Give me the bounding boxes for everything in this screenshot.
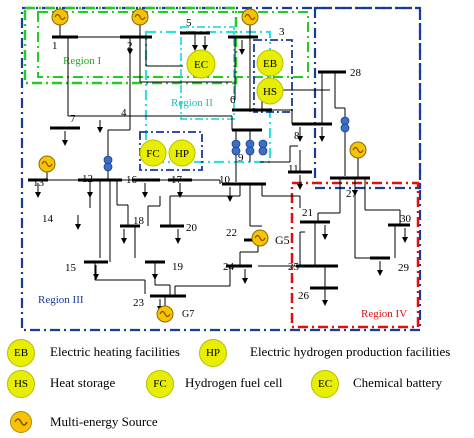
legend-eb-text: Electric heating facilities <box>50 344 180 359</box>
bus-label-21: 21 <box>302 207 313 219</box>
legend: EB Electric heating facilities HP Electr… <box>0 333 474 438</box>
source-icon-bus3 <box>241 8 259 37</box>
bus-label-16: 16 <box>126 174 138 186</box>
bus-labels: 1 2 3 4 5 6 7 8 9 10 11 12 13 14 15 16 1… <box>33 17 412 320</box>
legend-hp-text: Electric hydrogen production facilities <box>250 344 451 359</box>
source-icon-g7 <box>156 296 174 323</box>
region-4-label: Region IV <box>361 308 407 320</box>
legend-fc-text: Hydrogen fuel cell <box>185 375 283 390</box>
source-icon-bus1 <box>51 8 69 37</box>
bus-label-19: 19 <box>172 261 184 273</box>
hp-node <box>168 139 196 167</box>
legend-fc-icon: FC <box>146 370 174 398</box>
region-2-label: Region II <box>171 97 213 109</box>
bus-label-18: 18 <box>133 215 145 227</box>
ec-label: EC <box>194 59 208 71</box>
bus-label-25: 25 <box>288 261 300 273</box>
bus-label-28: 28 <box>350 67 362 79</box>
source-icon-bus27 <box>349 141 367 178</box>
bus-label-4: 4 <box>121 107 127 119</box>
legend-source-icon <box>10 411 32 433</box>
hs-node <box>256 77 284 105</box>
bus-label-11: 11 <box>288 163 299 175</box>
bus-label-12: 12 <box>82 173 93 185</box>
gen-label-g7: G7 <box>182 309 194 320</box>
ec-node <box>186 49 216 79</box>
legend-ec-text: Chemical battery <box>353 375 443 390</box>
region-3-inner <box>253 39 293 113</box>
bus-label-8: 8 <box>294 130 300 142</box>
eb-node <box>256 49 284 77</box>
region-1-boundary <box>23 6 238 85</box>
bus-label-27: 27 <box>346 188 358 200</box>
fc-label: FC <box>146 148 159 160</box>
bus-label-20: 20 <box>186 222 198 234</box>
transformers <box>103 116 350 172</box>
fc-node <box>139 139 167 167</box>
eb-label: EB <box>263 58 277 70</box>
bus-label-10: 10 <box>219 174 231 186</box>
legend-hp-icon: HP <box>199 339 227 367</box>
hp-label: HP <box>175 148 189 160</box>
legend-source-text: Multi-energy Source <box>50 414 158 429</box>
region-3-label: Region III <box>38 294 84 306</box>
bus-label-9: 9 <box>238 152 244 164</box>
bus-label-23: 23 <box>133 297 145 309</box>
gen-label-g5: G5 <box>275 233 290 247</box>
bus-label-14: 14 <box>42 213 54 225</box>
bus-label-30: 30 <box>400 213 412 225</box>
region-1-inner <box>37 11 309 78</box>
equipment: EC EB HS FC HP <box>139 49 284 167</box>
bus-label-3: 3 <box>279 26 285 38</box>
legend-hs-text: Heat storage <box>50 375 116 390</box>
bus-label-15: 15 <box>65 262 77 274</box>
region-2-inner <box>180 26 235 120</box>
region-1-label: Region I <box>63 55 102 67</box>
multi-energy-sources <box>38 8 367 323</box>
transmission-lines <box>48 33 401 296</box>
legend-ec-icon: EC <box>311 370 339 398</box>
ieee-30-bus-diagram: Region I Region II Region III Region IV <box>20 6 422 332</box>
bus-label-22: 22 <box>226 227 237 239</box>
bus-label-1: 1 <box>52 40 58 52</box>
bus-bars <box>28 31 410 298</box>
region-3-east <box>313 6 422 190</box>
legend-eb-icon: EB <box>7 339 35 367</box>
bus-label-7: 7 <box>70 113 76 125</box>
source-icon-bus2 <box>131 8 149 37</box>
load-arrows <box>35 36 408 312</box>
bus-label-29: 29 <box>398 262 410 274</box>
hs-label: HS <box>263 86 277 98</box>
bus-label-13: 13 <box>33 177 45 189</box>
bus-label-17: 17 <box>171 174 183 186</box>
bus-label-5: 5 <box>186 17 192 29</box>
bus-label-24: 24 <box>223 261 235 273</box>
source-icon-bus13 <box>38 155 56 180</box>
legend-hs-icon: HS <box>7 370 35 398</box>
bus-label-2: 2 <box>127 40 133 52</box>
source-icon-g5 <box>251 229 269 247</box>
bus-label-6: 6 <box>230 94 236 106</box>
bus-label-26: 26 <box>298 290 310 302</box>
